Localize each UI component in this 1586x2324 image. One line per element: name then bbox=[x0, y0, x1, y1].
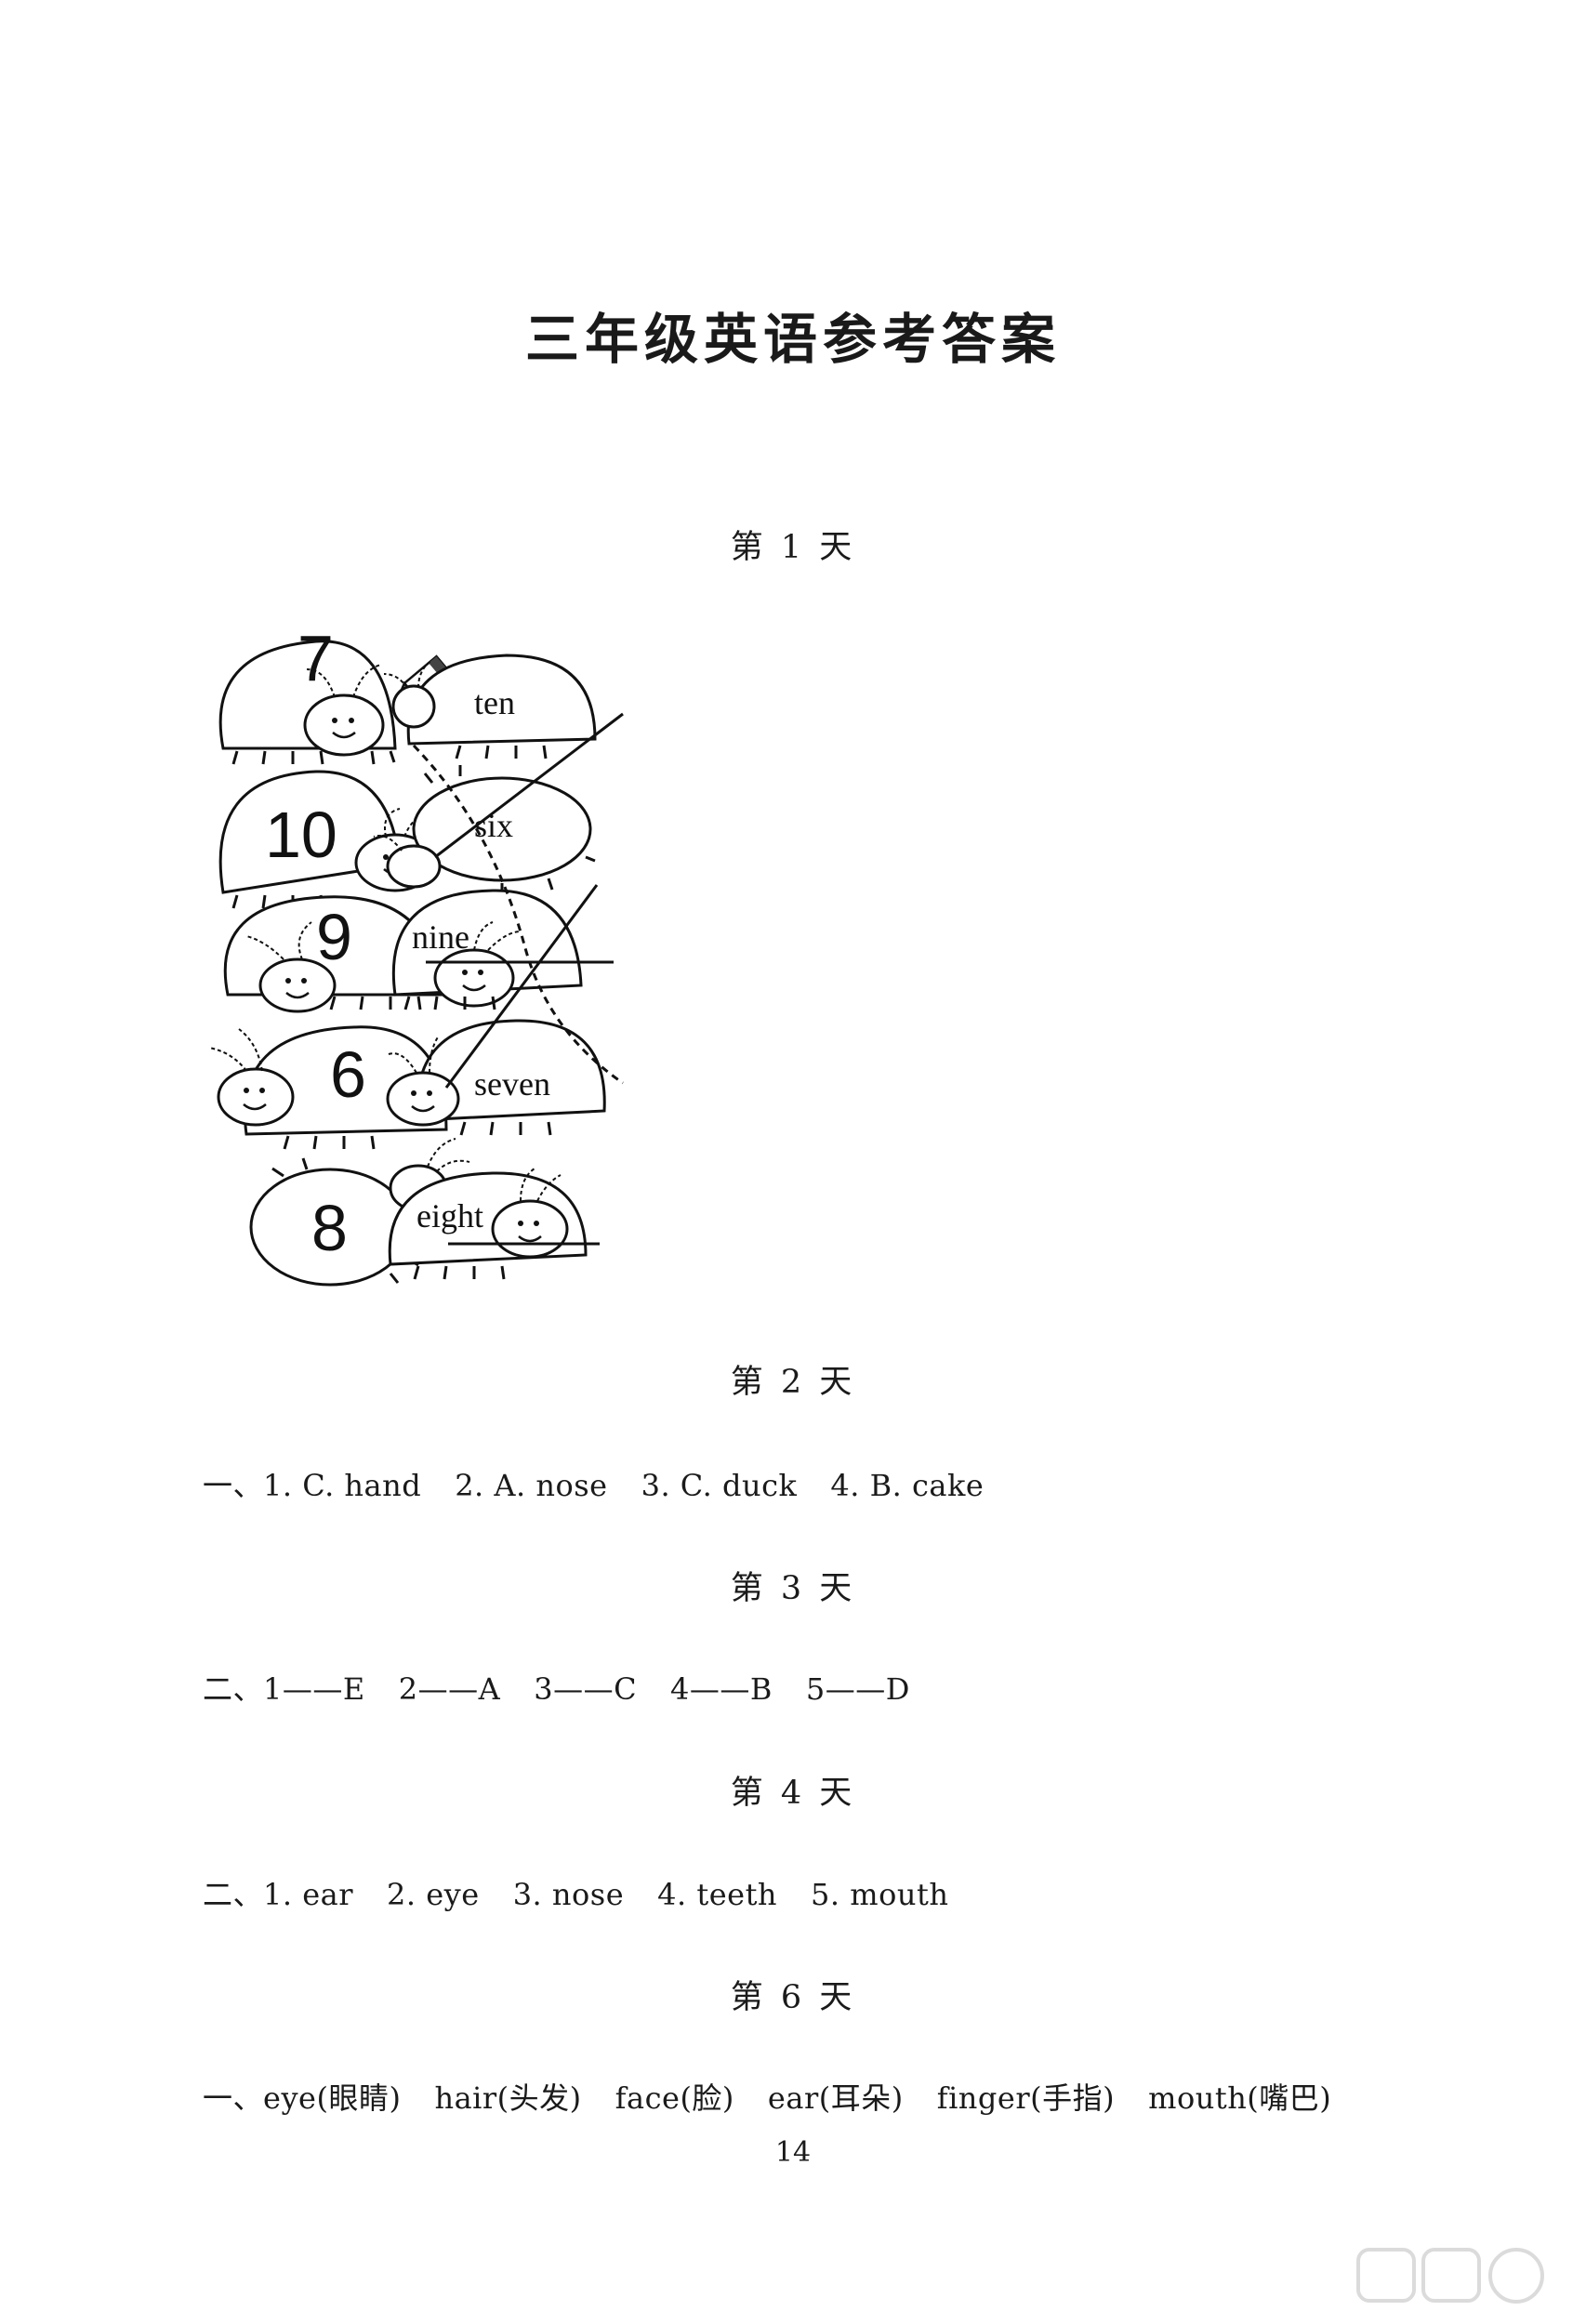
number-label: 7 bbox=[297, 622, 334, 694]
answer-item: 4——B bbox=[670, 1671, 773, 1707]
match-line-7-seven-dotted bbox=[412, 744, 624, 1085]
answer-item: face(脸) bbox=[615, 2080, 734, 2116]
answer-item: 3——C bbox=[534, 1671, 638, 1707]
number-label: 10 bbox=[265, 799, 337, 871]
answer-item: 1. C. hand bbox=[263, 1468, 422, 1503]
word-label: seven bbox=[474, 1065, 550, 1103]
day-3-answers: 二、1——E 2——A 3——C 4——B 5——D bbox=[203, 1666, 910, 1709]
number-label: 6 bbox=[330, 1038, 366, 1111]
day-3-heading: 第 3 天 bbox=[730, 1570, 856, 1607]
answer-lines bbox=[412, 712, 624, 1246]
answer-prefix: 一、 bbox=[203, 1468, 264, 1503]
day-2-answers: 一、1. C. hand 2. A. nose 3. C. duck 4. B. ca… bbox=[203, 1462, 984, 1505]
answer-item: 2. eye bbox=[387, 1877, 480, 1912]
match-line-6-six bbox=[444, 884, 599, 1089]
ladybug-right-ten: ten bbox=[383, 654, 597, 760]
answer-item: 3. nose bbox=[512, 1877, 625, 1912]
answer-item: 4. teeth bbox=[657, 1877, 778, 1912]
day-4-answers: 二、1. ear 2. eye 3. nose 4. teeth 5. mouth bbox=[203, 1871, 948, 1914]
answer-item: 1——E bbox=[263, 1671, 365, 1707]
page-title: 三年级英语参考答案 bbox=[524, 308, 1061, 371]
day-6-heading: 第 6 天 bbox=[730, 1979, 856, 2016]
day-6-answers: 一、eye(眼睛) hair(头发) face(脸) ear(耳朵) finger(手指… bbox=[203, 2075, 1331, 2118]
word-label: eight bbox=[416, 1197, 483, 1235]
answer-item: finger(手指) bbox=[936, 2080, 1116, 2116]
answer-prefix: 一、 bbox=[203, 2080, 264, 2116]
day-4-heading: 第 4 天 bbox=[730, 1775, 856, 1812]
ladybug-right-six: six bbox=[373, 765, 596, 894]
answer-item: 5. mouth bbox=[811, 1877, 949, 1912]
answer-item: 2——A bbox=[398, 1671, 501, 1707]
day-2-heading: 第 2 天 bbox=[730, 1364, 856, 1401]
ladybug-left-9: 9 bbox=[223, 895, 443, 1013]
day-1-heading: 第 1 天 bbox=[730, 529, 856, 566]
answer-prefix: 二、 bbox=[203, 1671, 264, 1707]
answer-item: 1. ear bbox=[263, 1877, 354, 1912]
ladybug-matching-figure: 7 10 9 6 bbox=[208, 622, 624, 1287]
answer-item: 4. B. cake bbox=[830, 1468, 985, 1503]
match-line-10-ten bbox=[434, 712, 624, 859]
word-label: nine bbox=[412, 918, 469, 956]
ladybug-left-10: 10 bbox=[218, 770, 436, 910]
answer-item: hair(头发) bbox=[434, 2080, 582, 2116]
page-number: 14 bbox=[774, 2136, 812, 2169]
answer-item: 5——D bbox=[805, 1671, 910, 1707]
answer-item: 3. C. duck bbox=[641, 1468, 798, 1503]
number-label: 8 bbox=[311, 1192, 348, 1264]
answer-prefix: 二、 bbox=[203, 1877, 264, 1912]
answer-item: ear(耳朵) bbox=[767, 2080, 904, 2116]
answer-item: mouth(嘴巴) bbox=[1148, 2080, 1332, 2116]
number-label: 9 bbox=[316, 901, 352, 973]
answer-item: eye(眼睛) bbox=[263, 2080, 402, 2116]
answer-item: 2. A. nose bbox=[455, 1468, 608, 1503]
ladybug-right-seven: seven bbox=[386, 1019, 606, 1137]
ladybug-right-nine: nine bbox=[391, 889, 583, 1011]
word-label: ten bbox=[474, 684, 515, 721]
watermark-logo bbox=[1356, 2248, 1544, 2304]
